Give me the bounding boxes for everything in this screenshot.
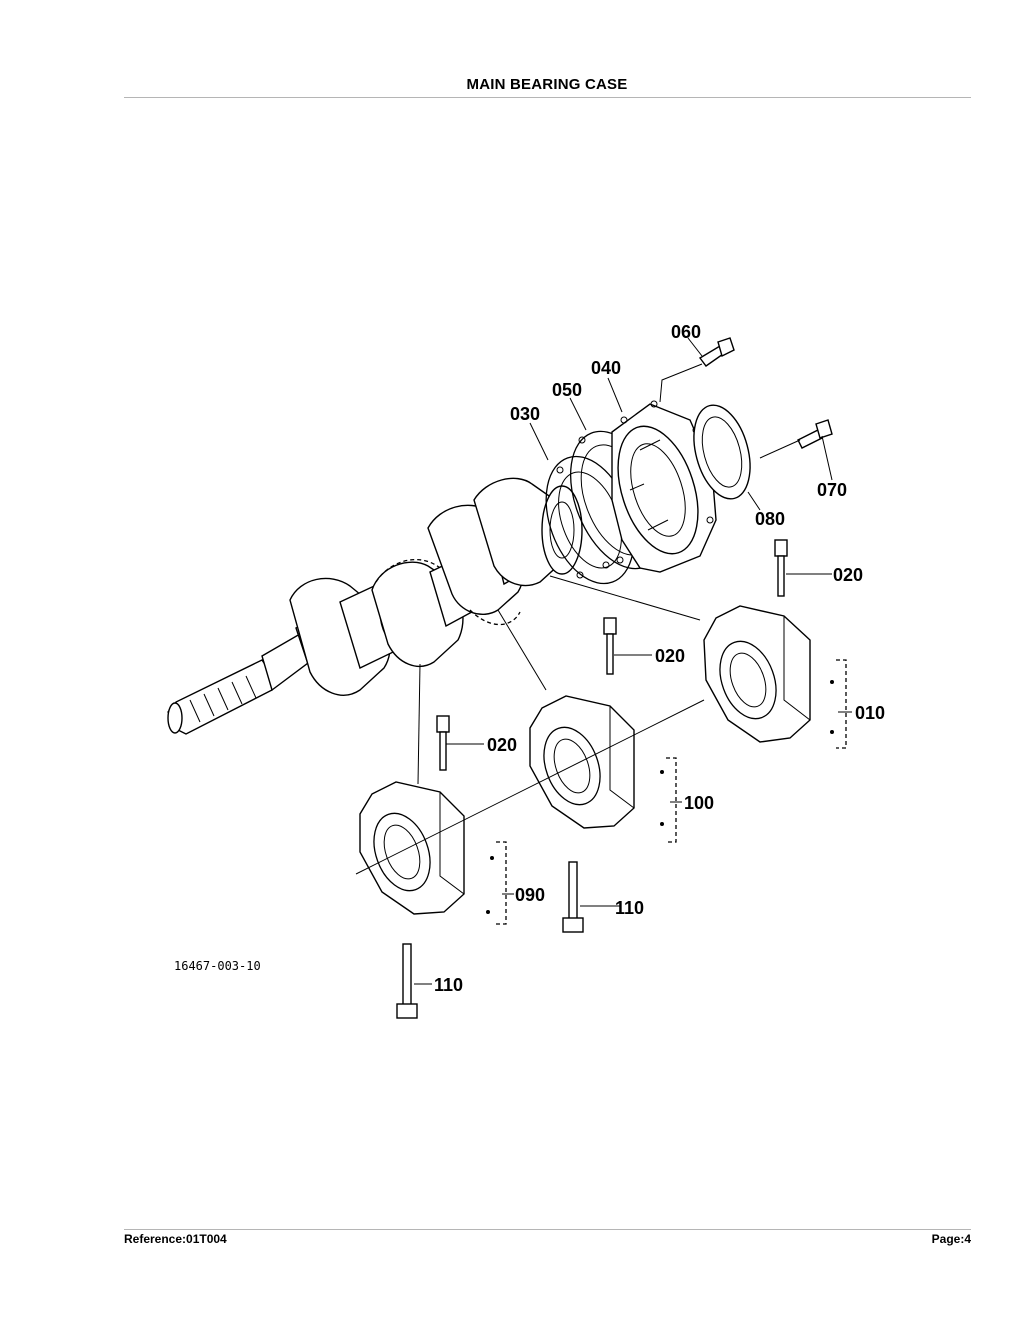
part-090-bearing-case (359, 781, 465, 915)
callout-100: 100 (684, 793, 714, 813)
crankshaft (167, 477, 583, 735)
part-010-bearing-case (703, 605, 811, 743)
drawing-code: 16467-003-10 (174, 959, 261, 973)
callout-110-left: 110 (434, 975, 463, 995)
callout-020-middle: 020 (655, 646, 685, 666)
reference-label: Reference:01T004 (124, 1232, 227, 1246)
part-070-bolt (797, 419, 833, 449)
header-rule (124, 97, 971, 98)
part-100-bearing-case (529, 695, 635, 829)
callout-040: 040 (591, 358, 621, 378)
footer-rule (124, 1229, 971, 1230)
callout-020-lower: 020 (487, 735, 517, 755)
part-110-bolts (396, 861, 584, 1019)
group-brackets (486, 659, 847, 925)
part-080-oil-seal (693, 404, 751, 500)
part-020-bolts (436, 539, 788, 771)
callout-090: 090 (515, 885, 545, 905)
callout-020-upper: 020 (833, 565, 863, 585)
callout-060: 060 (671, 322, 701, 342)
callout-110-right: 110 (615, 898, 644, 918)
callout-080: 080 (755, 509, 785, 529)
part-060-bolt (698, 337, 735, 367)
callout-010: 010 (855, 703, 885, 723)
callout-070: 070 (817, 480, 847, 500)
part-040-bearing-case (611, 400, 717, 573)
page-title: MAIN BEARING CASE (466, 76, 628, 93)
page-number: Page:4 (931, 1232, 971, 1246)
callout-030: 030 (510, 404, 540, 424)
callout-050: 050 (552, 380, 582, 400)
leader-lines (355, 337, 852, 985)
